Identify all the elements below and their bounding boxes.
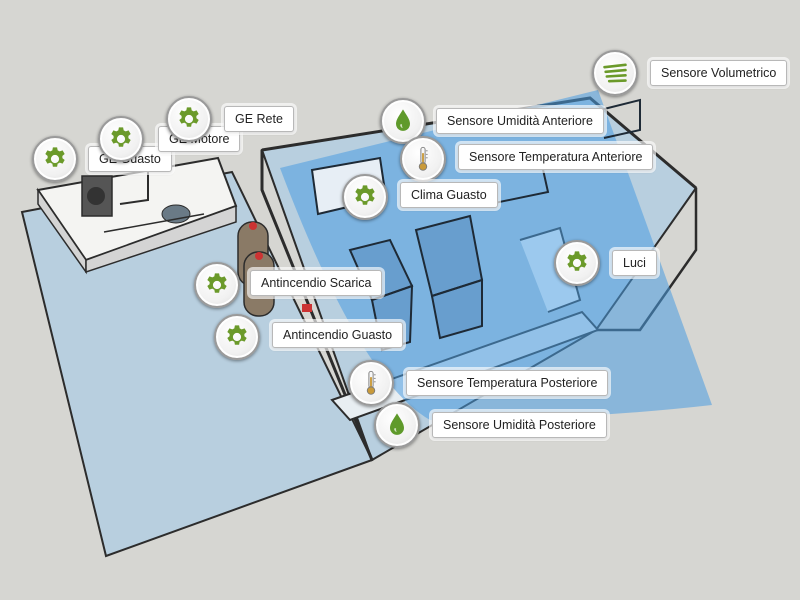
sensor-label-antincendio-scarica[interactable]: Antincendio Scarica [250,270,383,296]
sensor-label-ge-rete[interactable]: GE Rete [224,106,294,132]
gear-icon[interactable] [214,314,260,360]
room-wall-left [260,150,374,461]
sensor-label-volumetrico[interactable]: Sensore Volumetrico [650,60,788,86]
gear-icon[interactable] [342,174,388,220]
sensor-label-temperatura-posteriore[interactable]: Sensore Temperatura Posteriore [406,370,609,396]
sensor-label-clima-guasto[interactable]: Clima Guasto [400,182,498,208]
gear-icon[interactable] [98,116,144,162]
sensor-label-antincendio-guasto[interactable]: Antincendio Guasto [272,322,404,348]
gear-icon[interactable] [32,136,78,182]
gear-icon[interactable] [194,262,240,308]
thermometer-icon[interactable] [348,360,394,406]
thermometer-icon[interactable] [400,136,446,182]
sensor-label-luci[interactable]: Luci [612,250,657,276]
sensor-label-umidita-posteriore[interactable]: Sensore Umidità Posteriore [432,412,607,438]
gear-icon[interactable] [166,96,212,142]
motion-sensor-icon[interactable] [592,50,638,96]
gear-icon[interactable] [554,240,600,286]
sensor-label-temperatura-anteriore[interactable]: Sensore Temperatura Anteriore [458,144,654,170]
sensor-label-umidita-anteriore[interactable]: Sensore Umidità Anteriore [436,108,604,134]
water-drop-icon[interactable] [380,98,426,144]
water-drop-icon[interactable] [374,402,420,448]
generator-unit [36,156,238,275]
